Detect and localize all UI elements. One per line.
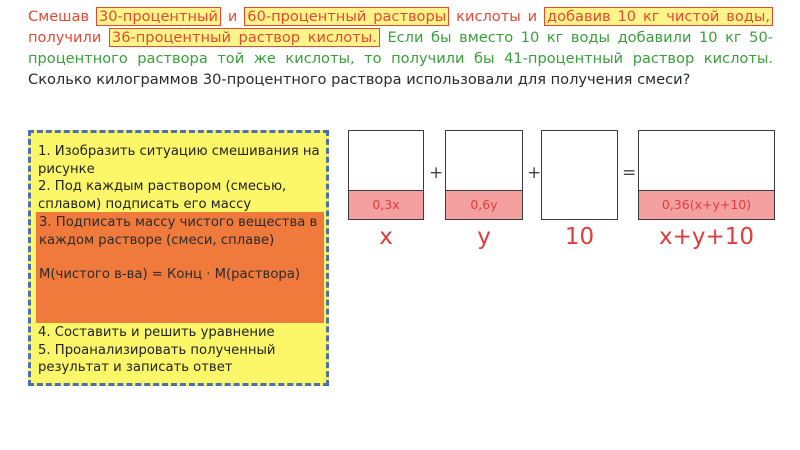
- mass-label-water: 10: [564, 224, 595, 250]
- vessel-30-percent: 0,3x: [348, 130, 424, 220]
- equals-sign: =: [622, 163, 637, 183]
- plus-sign: +: [527, 163, 542, 183]
- vessel-fill-label: 0,6y: [446, 190, 522, 219]
- vessel-mixture: 0,36(x+y+10): [638, 130, 775, 220]
- step-3-box: 3. Подписать массу чистого вещества в ка…: [36, 212, 324, 323]
- problem-text: Смешав 30-процентный и 60-процентный рас…: [28, 6, 774, 90]
- step-5: 5. Проанализировать полученный результат…: [38, 342, 276, 376]
- problem-part: Смешав: [28, 8, 90, 25]
- step-2: 2. Под каждым раствором (смесью, сплавом…: [38, 179, 287, 212]
- problem-part: кислоты и: [456, 8, 538, 25]
- steps-top: 1. Изобразить ситуацию смешивания на рис…: [38, 143, 328, 213]
- mass-label-x: x: [379, 224, 393, 250]
- highlight-36-percent: 36-процентный раствор кислоты.: [108, 28, 380, 47]
- problem-part: и: [227, 8, 238, 25]
- vessel-water: [541, 130, 618, 220]
- vessel-fill-label: 0,3x: [349, 190, 423, 219]
- mass-label-y: y: [477, 224, 491, 250]
- vessel-60-percent: 0,6y: [445, 130, 523, 220]
- mass-formula: M(чистого в-ва) = Конц · M(раствора): [39, 267, 300, 282]
- step-1: 1. Изобразить ситуацию смешивания на рис…: [38, 144, 320, 177]
- highlight-30-percent: 30-процентный: [95, 7, 222, 26]
- problem-condition-2: Если бы вместо 10 кг воды добавили 10 кг…: [28, 29, 773, 67]
- problem-part: получили: [28, 29, 102, 46]
- step-3: 3. Подписать массу чистого вещества в ка…: [39, 215, 318, 248]
- highlight-60-percent: 60-процентный растворы: [244, 7, 450, 26]
- mass-label-mixture: x+y+10: [658, 224, 755, 250]
- vessel-fill-label: 0,36(x+y+10): [639, 190, 774, 219]
- plus-sign: +: [429, 163, 444, 183]
- step-4: 4. Составить и решить уравнение: [38, 325, 275, 340]
- problem-question: Сколько килограммов 30-процентного раств…: [28, 71, 691, 88]
- steps-bottom: 4. Составить и решить уравнение 5. Проан…: [38, 324, 328, 377]
- steps-panel: 1. Изобразить ситуацию смешивания на рис…: [28, 130, 329, 386]
- highlight-water: добавив 10 кг чистой воды,: [544, 7, 774, 26]
